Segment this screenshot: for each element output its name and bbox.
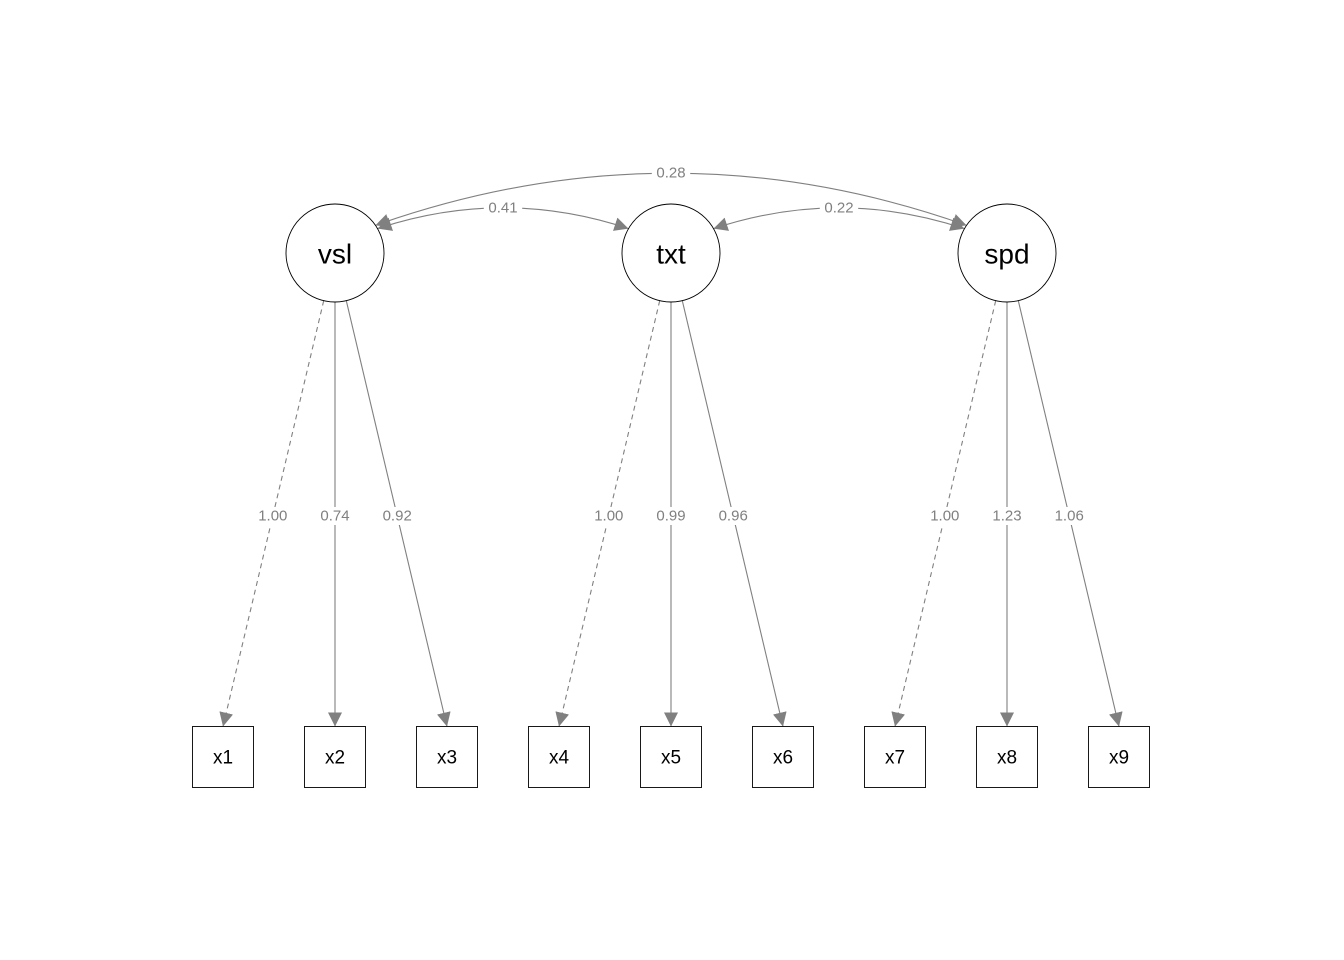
manifest-node-x3: x3 [416, 726, 478, 788]
covariance-label-vsl-spd: 0.28 [651, 164, 691, 183]
loading-label-txt-x5-background [651, 507, 691, 525]
latent-label-vsl: vsl [318, 239, 352, 270]
manifest-node-x5: x5 [640, 726, 702, 788]
edge-labels-layer: 1.00 0.74 0.92 1.00 0.99 0.96 1.00 1.23 1.06 0.41… [253, 164, 1089, 525]
manifest-box-x7 [864, 726, 926, 788]
manifest-node-x6: x6 [752, 726, 814, 788]
loading-label-spd-x8-text: 1.23 [992, 508, 1021, 525]
loading-label-spd-x9-text: 1.06 [1055, 508, 1084, 525]
loading-label-vsl-x3-background [378, 507, 417, 525]
manifest-node-x9: x9 [1088, 726, 1150, 788]
covariance-label-vsl-spd-text: 0.28 [656, 165, 685, 182]
covariance-label-vsl-txt: 0.41 [483, 198, 523, 217]
loading-label-txt-x5: 0.99 [651, 507, 691, 525]
covariance-label-txt-spd-text: 0.22 [824, 199, 853, 216]
loading-label-spd-x8-background [987, 507, 1027, 525]
manifest-node-x8: x8 [976, 726, 1038, 788]
manifest-node-x1: x1 [192, 726, 254, 788]
manifest-box-x3 [416, 726, 478, 788]
loading-label-vsl-x3-text: 0.92 [383, 508, 412, 525]
covariance-label-vsl-spd-background [651, 164, 691, 183]
loading-label-spd-x7: 1.00 [925, 507, 964, 525]
loading-label-vsl-x1-text: 1.00 [258, 508, 287, 525]
covariance-label-vsl-txt-text: 0.41 [488, 199, 517, 216]
loading-label-vsl-x2: 0.74 [315, 507, 355, 525]
nodes-layer: vsl txt spd x1 x2 x3 x4 x5 x6 x7 x8 x9 [192, 203, 1150, 788]
manifest-node-x4: x4 [528, 726, 590, 788]
latent-node-vsl: vsl [285, 203, 385, 303]
manifest-box-x9 [1088, 726, 1150, 788]
covariance-label-txt-spd: 0.22 [819, 198, 859, 217]
loading-label-vsl-x2-background [315, 507, 355, 525]
loading-label-txt-x6: 0.96 [714, 507, 753, 525]
manifest-label-x3: x3 [437, 748, 457, 769]
loading-label-txt-x4-background [589, 507, 628, 525]
manifest-label-x2: x2 [325, 748, 345, 769]
loading-label-txt-x4-text: 1.00 [594, 508, 623, 525]
latent-node-txt: txt [621, 203, 721, 303]
latent-node-spd: spd [957, 203, 1057, 303]
manifest-box-x5 [640, 726, 702, 788]
manifest-box-x1 [192, 726, 254, 788]
covariance-label-vsl-txt-background [483, 198, 523, 217]
latent-label-txt: txt [656, 239, 686, 270]
loading-label-vsl-x1: 1.00 [253, 507, 292, 525]
latent-circle-vsl [285, 203, 385, 303]
loading-label-vsl-x3: 0.92 [378, 507, 417, 525]
manifest-label-x9: x9 [1109, 748, 1129, 769]
manifest-box-x2 [304, 726, 366, 788]
loading-label-txt-x5-text: 0.99 [656, 508, 685, 525]
manifest-node-x2: x2 [304, 726, 366, 788]
manifest-box-x4 [528, 726, 590, 788]
loading-label-txt-x4: 1.00 [589, 507, 628, 525]
manifest-label-x7: x7 [885, 748, 905, 769]
manifest-label-x8: x8 [997, 748, 1017, 769]
manifest-label-x4: x4 [549, 748, 570, 769]
manifest-label-x6: x6 [773, 748, 793, 769]
loading-label-vsl-x2-text: 0.74 [320, 508, 349, 525]
manifest-box-x6 [752, 726, 814, 788]
loading-label-spd-x7-background [925, 507, 964, 525]
latent-circle-txt [621, 203, 721, 303]
loading-label-txt-x6-text: 0.96 [719, 508, 748, 525]
covariance-label-txt-spd-background [819, 198, 859, 217]
loading-label-spd-x8: 1.23 [987, 507, 1027, 525]
loading-label-spd-x7-text: 1.00 [930, 508, 959, 525]
latent-label-spd: spd [984, 239, 1029, 270]
manifest-label-x1: x1 [213, 748, 233, 769]
manifest-label-x5: x5 [661, 748, 681, 769]
loading-label-spd-x9: 1.06 [1050, 507, 1089, 525]
loading-label-txt-x6-background [714, 507, 753, 525]
latent-circle-spd [957, 203, 1057, 303]
manifest-node-x7: x7 [864, 726, 926, 788]
manifest-box-x8 [976, 726, 1038, 788]
loading-label-spd-x9-background [1050, 507, 1089, 525]
loading-label-vsl-x1-background [253, 507, 292, 525]
